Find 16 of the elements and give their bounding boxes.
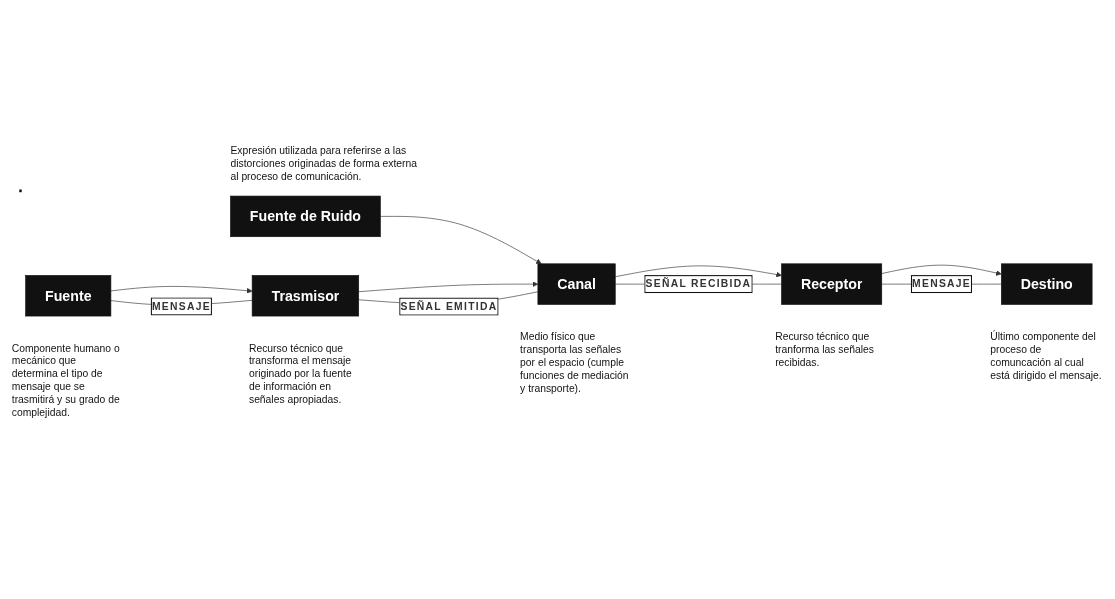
node-box: Canal bbox=[537, 263, 616, 305]
edge-label: MENSAJE bbox=[151, 300, 211, 312]
description-text: Expresión utilizada para referirse a las distorciones originadas de forma externa al proceso de comunicación. bbox=[230, 143, 418, 183]
edge-label: SEÑAL EMITIDA bbox=[400, 300, 498, 312]
description-text: Recurso técnico que transforma el mensaje originado por la fuente de información en señales apropiadas. bbox=[248, 341, 353, 406]
node-box: Fuente de Ruido bbox=[230, 195, 381, 237]
edge-label: MENSAJE bbox=[912, 277, 972, 289]
node-box: Trasmisor bbox=[251, 274, 360, 316]
description-text: Último componente del proceso de comuncación al cual está dirigido el mensaje. bbox=[990, 329, 1103, 382]
node-box: Receptor bbox=[781, 263, 883, 305]
description-text: Componente humano o mecánico que determina el tipo de mensaje que se trasmitirá y su grado de complejidad. bbox=[11, 341, 121, 419]
description-text: Recurso técnico que tranforma las señales recibidas. bbox=[775, 329, 875, 369]
node-box: Destino bbox=[1001, 263, 1093, 305]
node-box: Fuente bbox=[25, 274, 112, 316]
edge-label: SEÑAL RECIBIDA bbox=[645, 277, 752, 289]
description-text: Medio físico que transporta las señales por el espacio (cumple funciones de mediación y transporte). bbox=[520, 329, 630, 395]
